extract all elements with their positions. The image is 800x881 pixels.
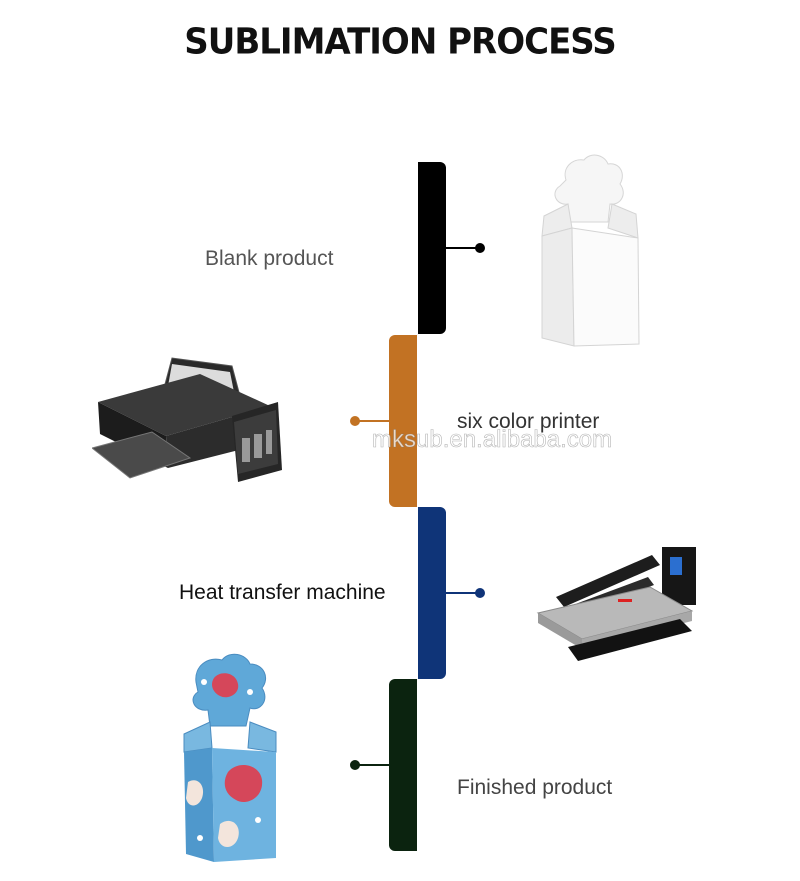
page-title: SUBLIMATION PROCESS: [184, 21, 617, 63]
step4-bar: [389, 679, 417, 851]
step2-dot: [350, 416, 360, 426]
step2-connector: [357, 420, 389, 422]
step4-dot: [350, 760, 360, 770]
step1-label: Blank product: [205, 247, 334, 270]
step1-dot: [475, 243, 485, 253]
step1-bar: [418, 162, 446, 334]
step3-bar: [418, 507, 446, 679]
step4-connector: [357, 764, 389, 766]
step1-connector: [446, 247, 480, 249]
watermark: mksub.en.alibaba.com: [372, 426, 613, 454]
printed-box-icon: [183, 653, 277, 862]
blank-box-icon: [541, 154, 640, 347]
step3-connector: [446, 592, 480, 594]
step2-label: six color printer: [457, 410, 600, 433]
step3-label: Heat transfer machine: [179, 581, 386, 604]
step4-label: Finished product: [457, 776, 613, 799]
printer-icon: [92, 357, 282, 482]
heat-press-icon: [536, 547, 696, 661]
step3-dot: [475, 588, 485, 598]
step2-bar: [389, 335, 417, 507]
